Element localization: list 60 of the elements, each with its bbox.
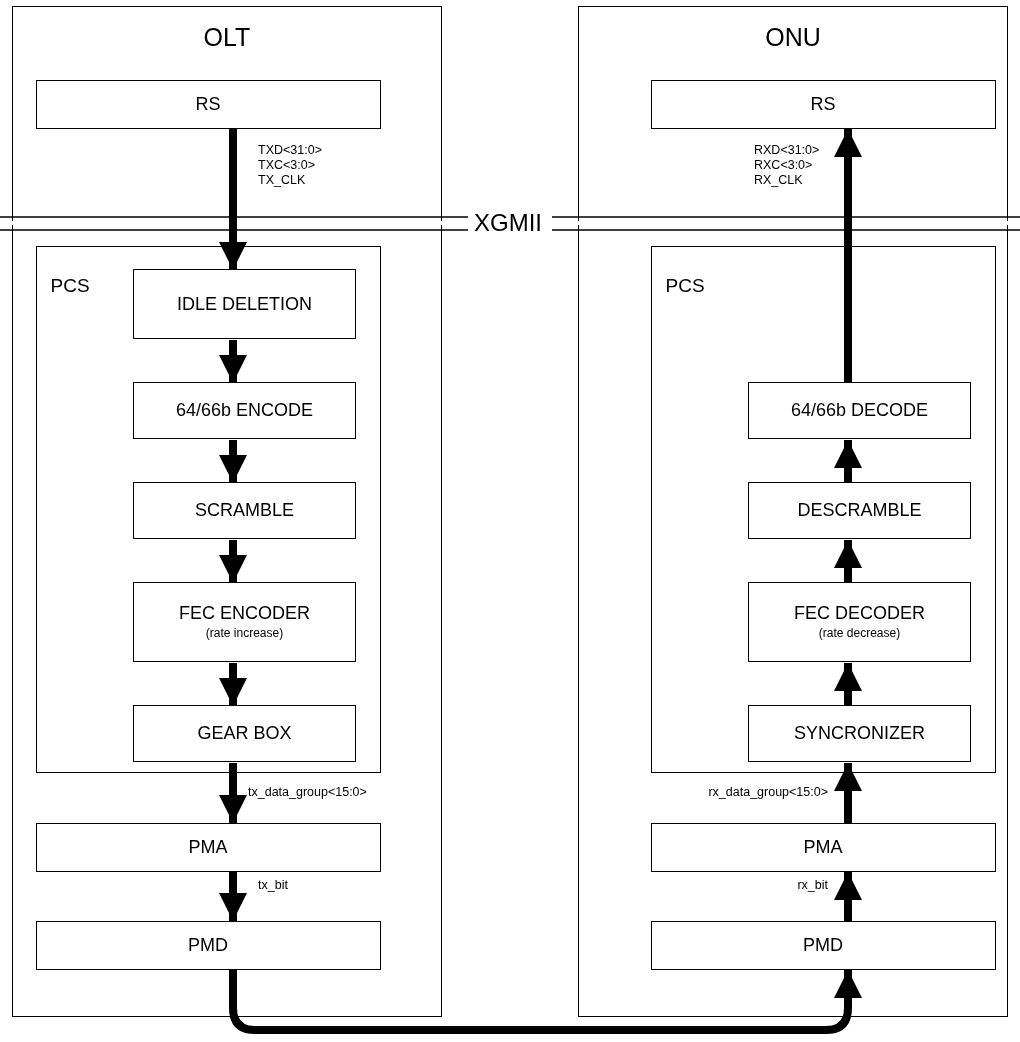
arrow [834, 129, 862, 383]
arrow [834, 663, 862, 706]
signal-label: tx_bit [258, 878, 288, 893]
box-label: FEC ENCODER [179, 602, 310, 624]
arrow [834, 540, 862, 583]
signal-label: RXD<31:0> RXC<3:0> RX_CLK [754, 143, 821, 188]
box-label: 64/66b ENCODE [175, 400, 314, 421]
process-box [35, 79, 381, 129]
arrow [229, 970, 862, 1034]
process-box [35, 822, 381, 872]
process-box [133, 582, 356, 662]
box-label: SYNCRONIZER [794, 723, 925, 744]
box-note: (rate increase) [205, 627, 284, 642]
arrow [219, 540, 247, 583]
process-box [133, 382, 356, 439]
process-box [133, 482, 356, 539]
process-box [748, 382, 971, 439]
process-box [133, 269, 356, 339]
arrow [834, 872, 862, 921]
arrow [219, 872, 247, 921]
layer-group-box [650, 245, 996, 773]
process-box [748, 705, 971, 762]
signal-label: tx_data_group<15:0> [248, 785, 367, 800]
box-label: RS [810, 93, 836, 115]
box-label: 64/66b DECODE [790, 400, 929, 421]
device-frame [12, 6, 442, 1017]
signal-label: rx_bit [797, 878, 828, 893]
box-label: IDLE DELETION [176, 293, 312, 315]
arrow [219, 440, 247, 483]
layer-title: PCS [50, 274, 90, 297]
box-label: GEAR BOX [197, 723, 292, 744]
process-box [650, 79, 996, 129]
arrow [219, 763, 247, 823]
device-frame [578, 6, 1008, 1017]
arrow [219, 340, 247, 383]
signal-label: TXD<31:0> TXC<3:0> TX_CLK [258, 143, 323, 188]
device-title: ONU [764, 23, 822, 52]
layer-group-box [35, 245, 381, 773]
box-label: PMA [188, 836, 228, 858]
process-box [133, 705, 356, 762]
process-box [650, 822, 996, 872]
process-box [748, 482, 971, 539]
box-label: DESCRAMBLE [797, 500, 922, 521]
device-title: OLT [202, 23, 252, 52]
arrow [219, 129, 247, 270]
box-label: RS [195, 93, 221, 115]
box-note: (rate decrease) [818, 627, 901, 642]
signal-label: rx_data_group<15:0> [708, 785, 828, 800]
arrow [219, 663, 247, 706]
process-box [650, 920, 996, 970]
process-box [35, 920, 381, 970]
box-label: FEC DECODER [794, 602, 925, 624]
box-label: PMD [188, 934, 228, 956]
layer-title: PCS [665, 274, 705, 297]
box-label: SCRAMBLE [195, 500, 294, 521]
box-label: PMA [803, 836, 843, 858]
arrow [834, 440, 862, 483]
arrow [834, 763, 862, 823]
process-box [748, 582, 971, 662]
box-label: PMD [803, 934, 843, 956]
